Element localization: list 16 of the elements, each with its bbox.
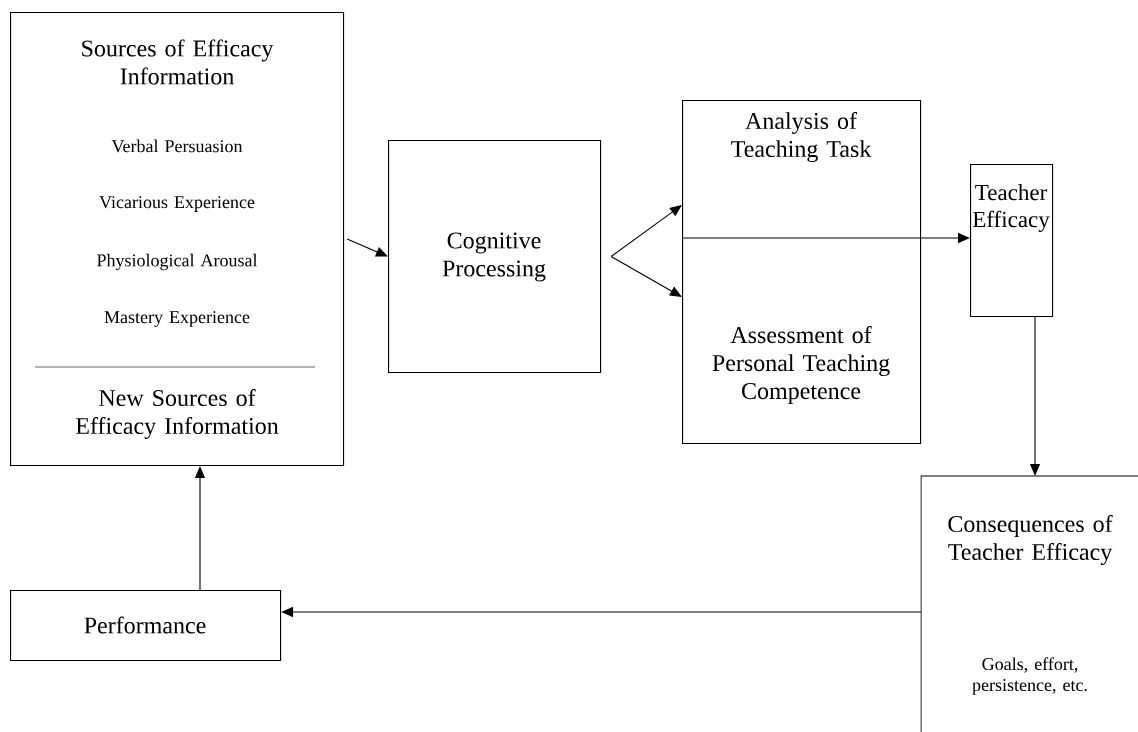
source-item: Physiological Arousal	[97, 253, 258, 271]
box-label: Cognitive Processing	[442, 232, 546, 282]
heading: Assessment of Personal Teaching Competence	[712, 326, 890, 404]
source-item: Mastery Experience	[104, 311, 250, 327]
arrow	[610, 256, 682, 297]
box-label: Performance	[84, 616, 206, 634]
source-item: Verbal Persuasion	[111, 139, 243, 153]
source-item: Vicarious Experience	[99, 196, 255, 212]
arrow	[346, 238, 388, 257]
heading: New Sources of Efficacy Information	[75, 389, 279, 440]
box-label: Teacher Efficacy	[972, 184, 1050, 232]
heading: Analysis of Teaching Task	[731, 111, 872, 163]
heading: Consequences of Teacher Efficacy	[948, 515, 1113, 566]
arrow	[610, 205, 682, 258]
heading: Sources of Efficacy Information	[82, 39, 274, 85]
note-text: Goals, effort, persistence, etc.	[972, 657, 1087, 695]
